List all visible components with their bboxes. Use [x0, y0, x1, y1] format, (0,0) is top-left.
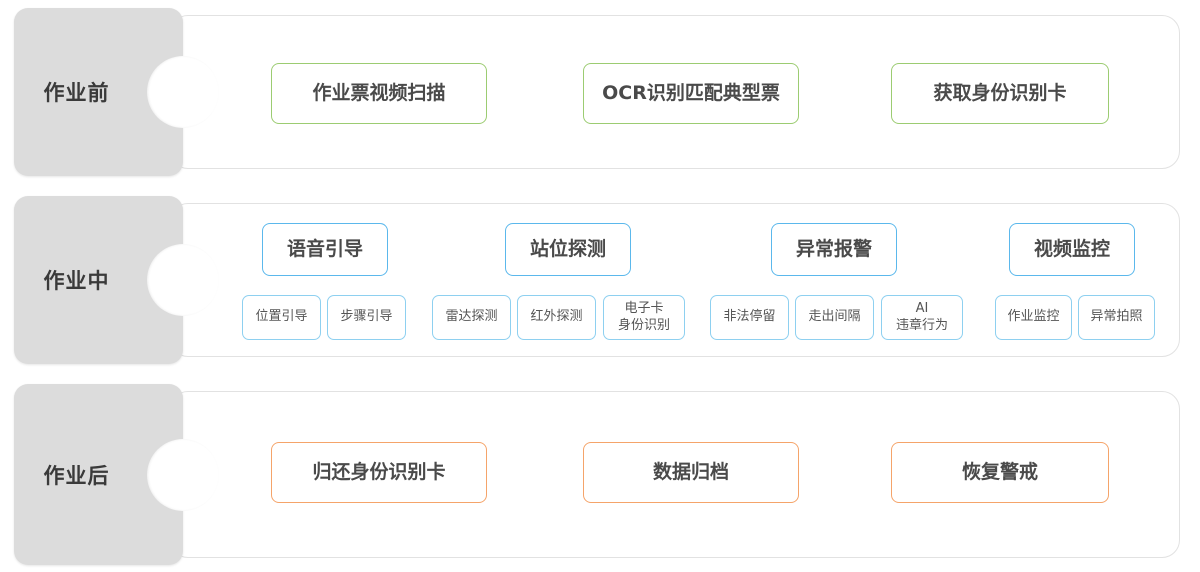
- stage-label-block-before: 作业前: [14, 8, 219, 176]
- card-line-1: 作业监控: [1007, 309, 1060, 325]
- card-during-secondary-9[interactable]: 异常拍照: [1078, 295, 1155, 340]
- stage-label-before: 作业前: [43, 81, 110, 105]
- card-line-1: 走出间隔: [808, 309, 861, 325]
- card-line-1: 位置引导: [255, 309, 308, 325]
- card-layer-before: 作业票视频扫描 OCR识别匹配典型票 获取身份识别卡: [0, 8, 1200, 176]
- card-after-primary-2[interactable]: 恢复警戒: [891, 442, 1109, 503]
- card-during-secondary-4[interactable]: 电子卡身份识别: [603, 295, 685, 340]
- stage-label-after: 作业后: [43, 463, 110, 488]
- card-before-primary-1[interactable]: OCR识别匹配典型票: [583, 63, 799, 124]
- card-during-secondary-2[interactable]: 雷达探测: [432, 295, 511, 340]
- band-before: 作业前 作业票视频扫描 OCR识别匹配典型票 获取身份识别卡: [0, 8, 1200, 176]
- card-after-primary-0[interactable]: 归还身份识别卡: [271, 442, 487, 503]
- card-line-1: 非法停留: [723, 309, 776, 325]
- card-line-1: 雷达探测: [445, 309, 498, 325]
- card-line-1: 步骤引导: [340, 309, 393, 325]
- card-line-1: AI: [915, 301, 929, 317]
- stage-label-during: 作业中: [43, 269, 110, 293]
- card-during-secondary-1[interactable]: 步骤引导: [327, 295, 406, 340]
- stage-label-block-after: 作业后: [14, 384, 219, 565]
- card-during-secondary-6[interactable]: 走出间隔: [795, 295, 874, 340]
- card-during-secondary-8[interactable]: 作业监控: [995, 295, 1072, 340]
- card-during-secondary-3[interactable]: 红外探测: [517, 295, 596, 340]
- card-line-2: 违章行为: [895, 317, 948, 333]
- card-before-primary-0[interactable]: 作业票视频扫描: [271, 63, 487, 124]
- card-during-primary-1[interactable]: 站位探测: [505, 223, 631, 276]
- card-during-primary-2[interactable]: 异常报警: [771, 223, 897, 276]
- card-during-primary-3[interactable]: 视频监控: [1009, 223, 1135, 276]
- card-before-primary-2[interactable]: 获取身份识别卡: [891, 63, 1109, 124]
- stage-label-block-during: 作业中: [14, 196, 219, 364]
- card-line-2: 身份识别: [617, 317, 670, 333]
- band-after: 作业后 归还身份识别卡 数据归档 恢复警戒: [0, 384, 1200, 565]
- card-during-secondary-0[interactable]: 位置引导: [242, 295, 321, 340]
- card-layer-after: 归还身份识别卡 数据归档 恢复警戒: [0, 384, 1200, 565]
- card-line-1: 红外探测: [530, 309, 583, 325]
- band-during: 作业中 语音引导 站位探测 异常报警 视频监控位置引导 步骤引导 雷达探测 红外探测 电子卡身份…: [0, 196, 1200, 364]
- card-line-1: 电子卡: [624, 301, 664, 317]
- card-layer-during: 语音引导 站位探测 异常报警 视频监控位置引导 步骤引导 雷达探测 红外探测 电子卡身份识别 非…: [0, 196, 1200, 364]
- card-after-primary-1[interactable]: 数据归档: [583, 442, 799, 503]
- card-during-secondary-5[interactable]: 非法停留: [710, 295, 789, 340]
- card-line-1: 异常拍照: [1090, 309, 1143, 325]
- card-during-primary-0[interactable]: 语音引导: [262, 223, 388, 276]
